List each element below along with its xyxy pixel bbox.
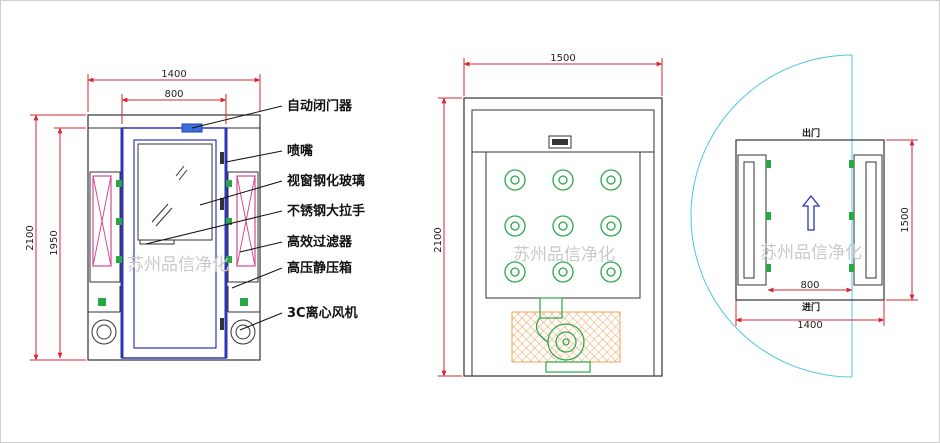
front-nozzles (98, 180, 248, 306)
hinge-top (220, 152, 224, 164)
exit-label: 出门 (802, 127, 820, 139)
right-hepa-filter (236, 175, 256, 267)
side-view: 1500 2100 苏州品信净化 (433, 53, 663, 377)
side-top-box (471, 109, 655, 153)
plan-door-width-dim: 800 (800, 280, 819, 291)
plan-left-plenum (737, 154, 767, 286)
plan-view: 出门 进门 800 1400 1500 苏州品信净化 (690, 54, 918, 378)
plan-width-dim: 1400 (797, 320, 822, 331)
plan-depth-dim: 1500 (900, 207, 911, 232)
callouts (145, 105, 283, 331)
callout-plenum-box: 高压静压箱 (287, 260, 352, 276)
front-width-dim: 1400 (161, 69, 186, 80)
side-outer-body (463, 97, 663, 377)
walk-direction-arrow-icon (801, 194, 821, 231)
side-fan (535, 297, 591, 373)
side-dimensions (438, 58, 663, 377)
side-watermark: 苏州品信净化 (513, 245, 615, 265)
front-view: 1400 800 2100 1950 苏州品信净化 (25, 69, 261, 361)
door-panel (133, 139, 217, 349)
plan-watermark: 苏州品信净化 (760, 243, 862, 263)
stainless-handle (139, 239, 175, 245)
plan-dimensions (735, 139, 918, 326)
plan-right-plenum (853, 154, 883, 286)
callout-door-closer: 自动闭门器 (287, 98, 353, 114)
callout-nozzle: 喷嘴 (287, 143, 313, 159)
front-watermark: 苏州品信净化 (127, 255, 229, 275)
callout-window-glass: 视窗钢化玻璃 (287, 173, 365, 189)
left-fan (88, 311, 120, 345)
callout-centrifugal-fan: 3C离心风机 (287, 305, 358, 321)
plan-outer-body (735, 139, 885, 301)
left-plenum (89, 171, 121, 283)
side-height-dim: 2100 (433, 227, 444, 252)
entry-label: 进门 (802, 301, 820, 313)
callout-handle: 不锈钢大拉手 (287, 203, 365, 219)
door-swing-arc (690, 54, 853, 378)
front-height-dim: 2100 (25, 225, 36, 250)
side-nozzle-panel (485, 151, 641, 299)
front-inner-height-dim: 1950 (49, 230, 60, 255)
front-dimensions (30, 74, 261, 361)
plan-nozzles (766, 160, 854, 272)
left-hepa-filter (92, 175, 112, 267)
hinge-bottom (220, 318, 224, 330)
right-plenum (227, 171, 259, 283)
right-fan (228, 311, 260, 345)
front-outer-body (87, 114, 261, 361)
front-door-width-dim: 800 (164, 89, 183, 100)
control-panel (548, 135, 572, 149)
side-nozzle-grid (504, 169, 622, 283)
side-width-dim: 1500 (550, 53, 575, 64)
window-glass (137, 143, 213, 241)
callout-hepa-filter: 高效过滤器 (287, 234, 353, 250)
hinge-mid (220, 198, 224, 210)
